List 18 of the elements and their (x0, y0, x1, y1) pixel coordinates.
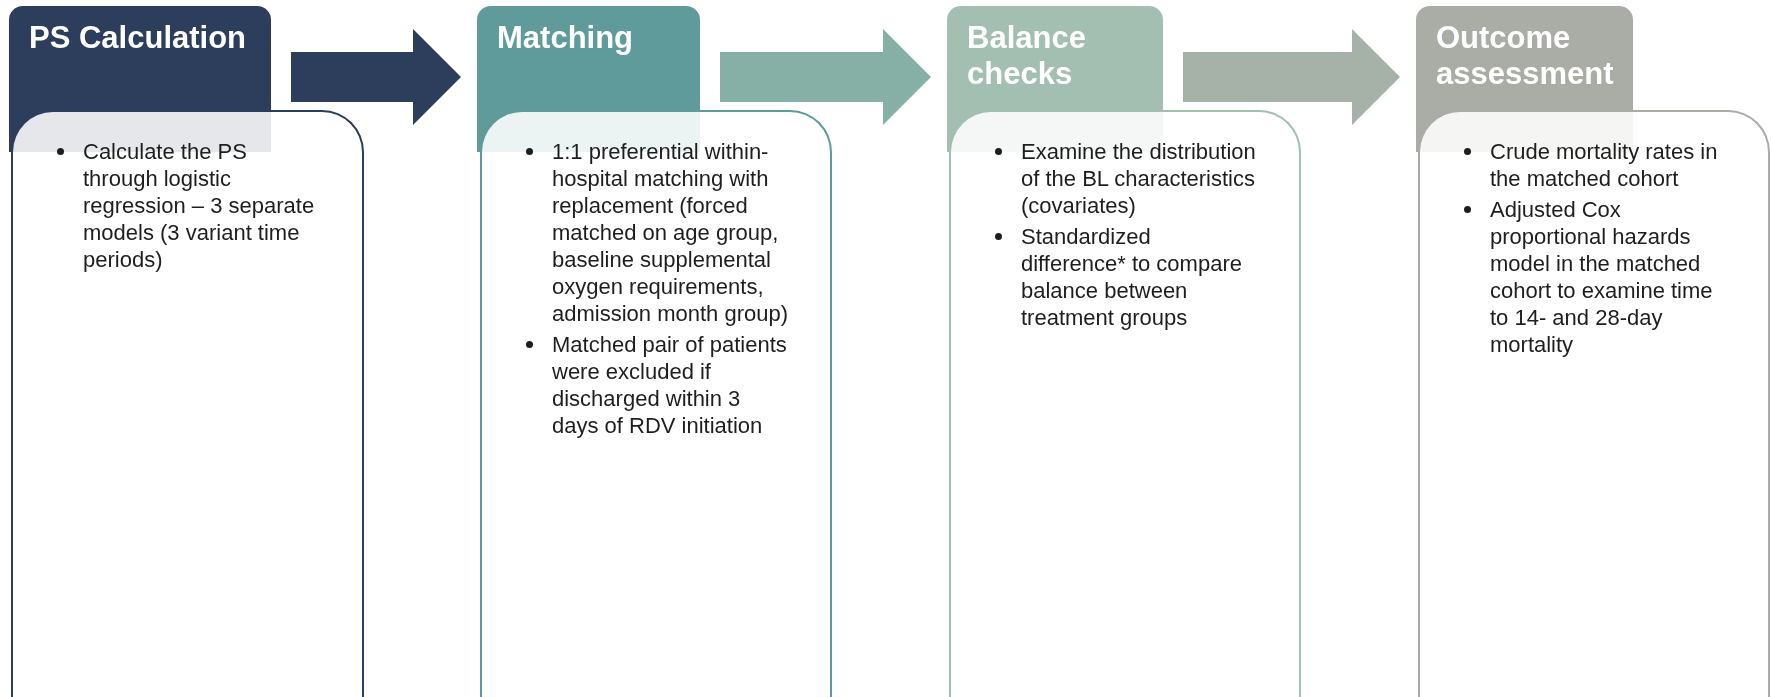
bullet-text: Adjusted Cox proportional hazards model in the matched cohort to examine time to 14- and 28-day mortality (1490, 197, 1713, 357)
bullet-text: Calculate the PS through logistic regression – 3 separate models (3 variant time periods) (83, 139, 315, 272)
bullet-text: Crude mortality rates in the matched cohort (1490, 139, 1718, 191)
bullet-text: Standardized difference* to compare balance between treatment groups (1021, 224, 1242, 330)
bullet-text: 1:1 preferential within-hospital matching with replacement (forced matched on age group, baseline supplemental oxygen requirements, admission month group) (552, 139, 788, 326)
step-card (1418, 110, 1770, 697)
step-card (480, 110, 832, 697)
step-title: Outcome assessment (1436, 20, 1614, 91)
block-arrow (720, 29, 931, 125)
step-title: PS Calculation (29, 20, 247, 55)
block-arrow (291, 29, 461, 125)
bullet-text: Examine the distribution of the BL characteristics (covariates) (1021, 139, 1256, 218)
step-card (11, 110, 364, 697)
bullet-text: Matched pair of patients were excluded if discharged within 3 days of RDV initiation (552, 332, 787, 438)
block-arrow (1183, 29, 1400, 125)
step-title: Matching (497, 20, 634, 55)
step-card (949, 110, 1301, 697)
step-title: Balance checks (967, 20, 1086, 91)
